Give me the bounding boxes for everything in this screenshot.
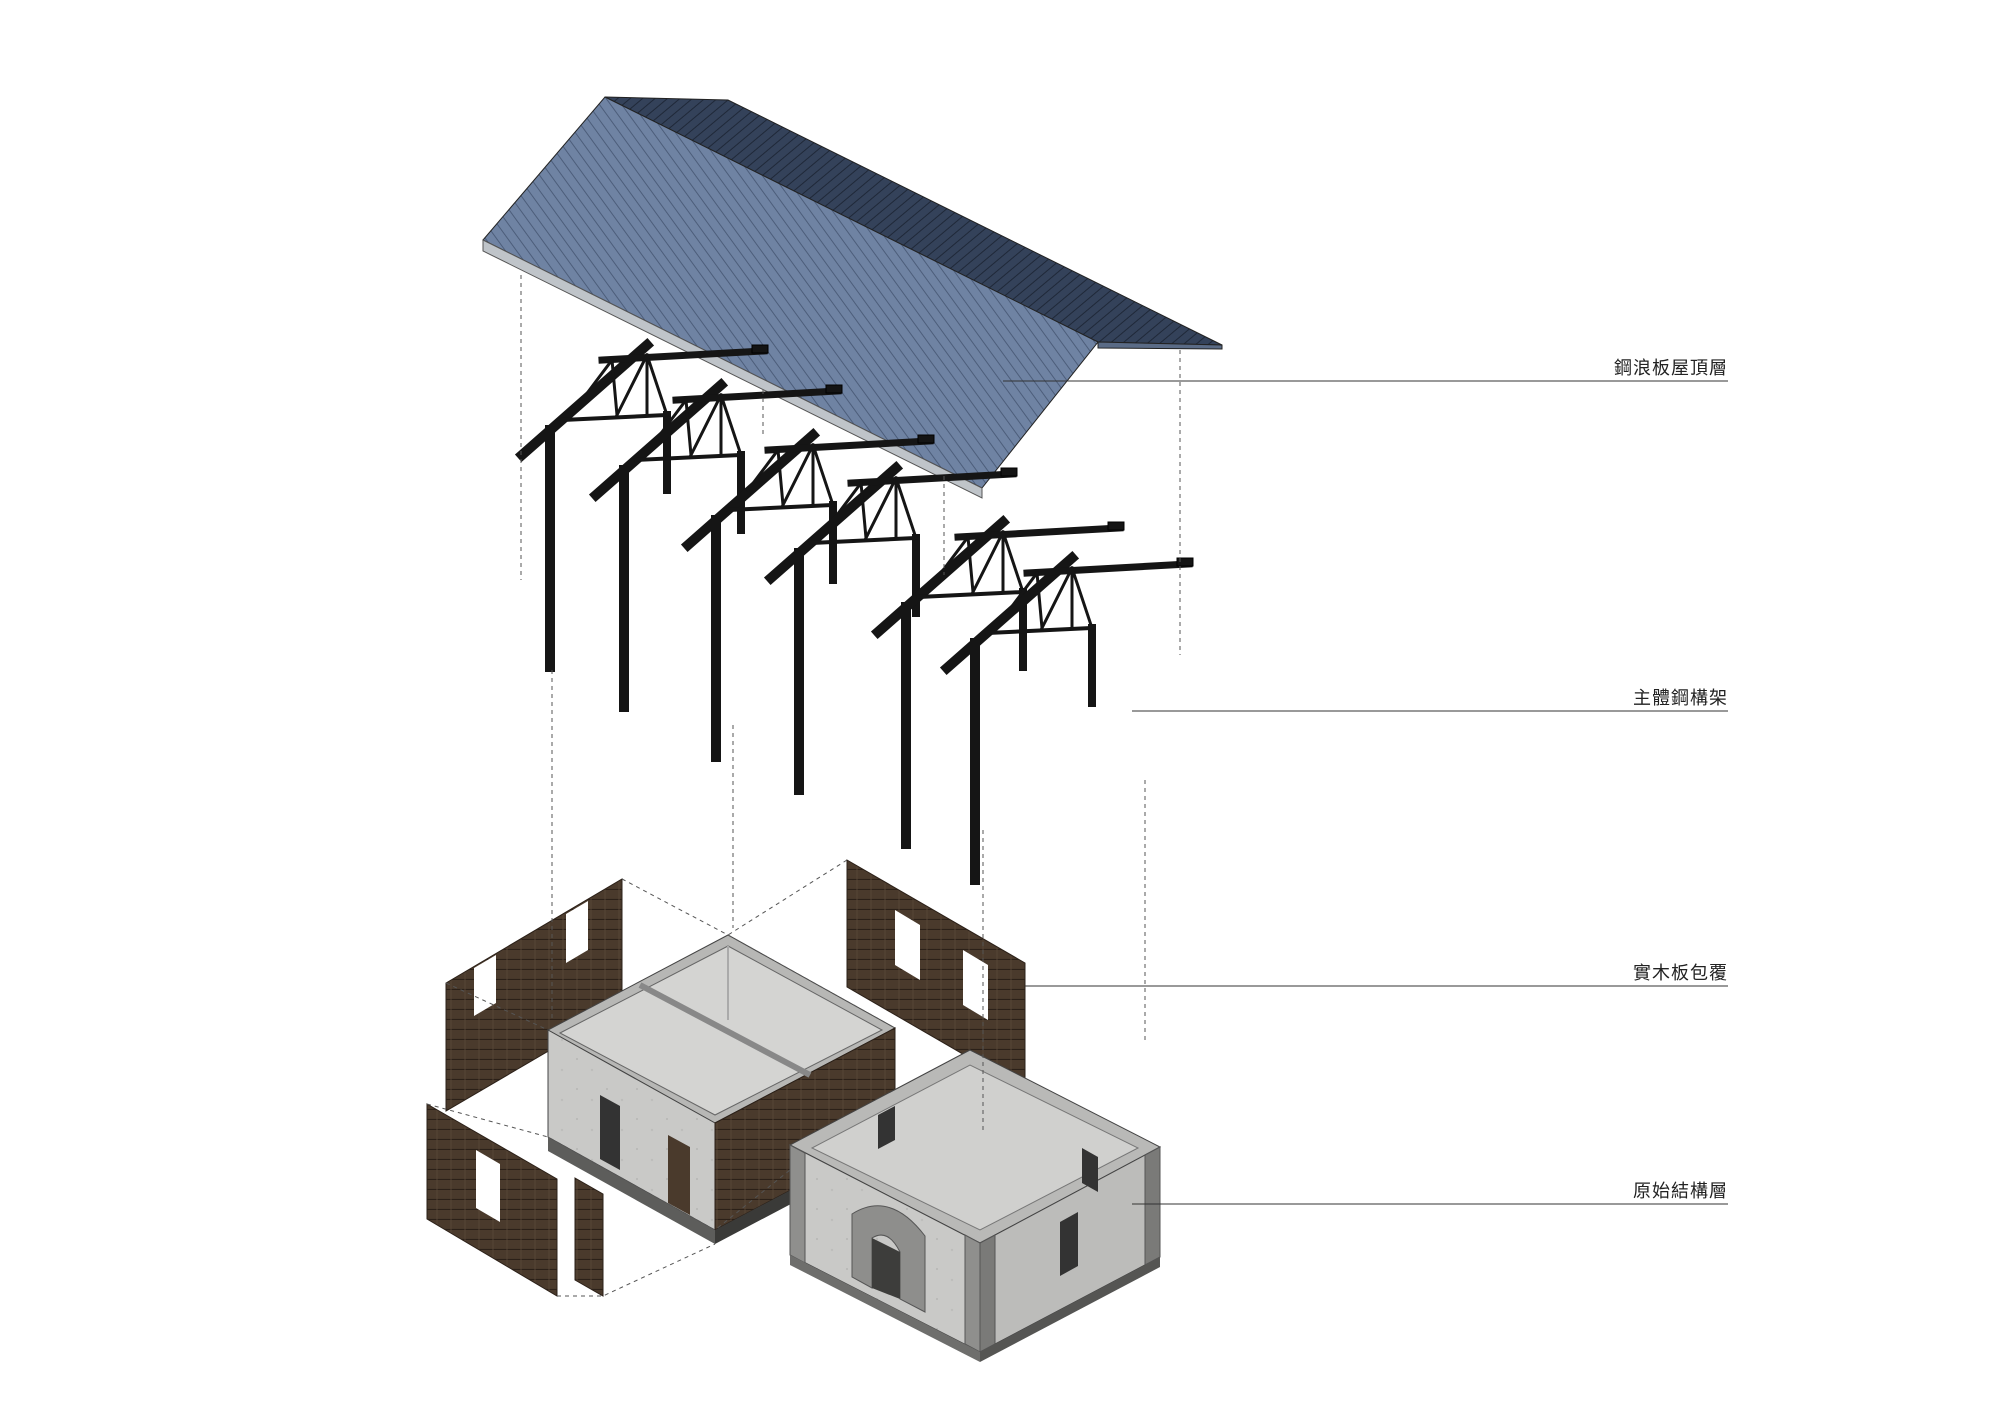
steel-corrugated-roof (482, 96, 1223, 499)
steel-truss (763, 460, 1018, 795)
steel-member (863, 475, 899, 541)
steel-member (935, 534, 971, 580)
steel-member (776, 448, 785, 507)
original-structure (546, 934, 1162, 1362)
steel-truss (514, 337, 769, 672)
steel-member (579, 357, 615, 403)
steel-member (970, 529, 1006, 595)
steel-member (719, 393, 743, 457)
steel-member (847, 470, 1017, 487)
projection-lines (426, 275, 1181, 1297)
timber-panel-strip (574, 1177, 604, 1297)
steel-member (745, 447, 781, 493)
steel-member (1070, 566, 1094, 630)
steel-member (610, 358, 619, 417)
timber-panel-right-upper (846, 859, 1026, 1091)
steel-member (859, 481, 868, 540)
steel-member (894, 476, 918, 540)
steel-member (653, 397, 689, 443)
steel-truss (588, 377, 843, 712)
steel-member (633, 452, 744, 463)
steel-truss (680, 427, 935, 762)
steel-member (672, 387, 842, 404)
steel-member (1000, 467, 1018, 477)
steel-member (811, 443, 835, 507)
label-timber-cladding: 實木板包覆 (1633, 963, 1728, 984)
timber-panel-left-lower (426, 1103, 558, 1297)
steel-member (598, 347, 768, 364)
steel-member (939, 550, 1080, 676)
steel-member (763, 460, 904, 586)
steel-member (764, 437, 934, 454)
label-steel-frame: 主體鋼構架 (1633, 688, 1728, 709)
roof-gable-edge (482, 239, 983, 499)
steel-member (1023, 560, 1193, 577)
steel-member (808, 535, 919, 546)
steel-member (684, 398, 693, 457)
steel-member (1176, 557, 1194, 567)
steel-member (559, 412, 670, 423)
steel-member (984, 625, 1095, 636)
steel-member (645, 353, 669, 417)
steel-member (825, 384, 843, 394)
steel-member (1001, 530, 1025, 594)
steel-member (725, 502, 836, 513)
roof-end-edge (1097, 341, 1223, 350)
timber-cladding (426, 859, 1026, 1297)
steel-member (1004, 570, 1040, 616)
label-original-structure: 原始結構層 (1633, 1181, 1728, 1202)
steel-member (680, 427, 821, 553)
leader-lines (1003, 380, 1728, 1205)
steel-member (870, 514, 1011, 640)
steel-member (751, 344, 769, 354)
steel-member (917, 434, 935, 444)
steel-member (614, 352, 650, 418)
steel-member (1107, 521, 1125, 531)
stone-building (788, 1049, 1162, 1362)
label-roof-layer: 鋼浪板屋頂層 (1614, 358, 1728, 379)
steel-member (1035, 571, 1044, 630)
steel-member (828, 480, 864, 526)
steel-member (1039, 565, 1075, 631)
timber-panel-left-upper (445, 878, 623, 1112)
steel-member (688, 392, 724, 458)
steel-member (966, 535, 975, 594)
steel-member (954, 524, 1124, 541)
main-steel-frame (514, 337, 1194, 885)
steel-member (514, 337, 655, 463)
steel-member (588, 377, 729, 503)
steel-member (915, 589, 1026, 600)
steel-member (780, 442, 816, 508)
steel-truss (939, 550, 1194, 885)
